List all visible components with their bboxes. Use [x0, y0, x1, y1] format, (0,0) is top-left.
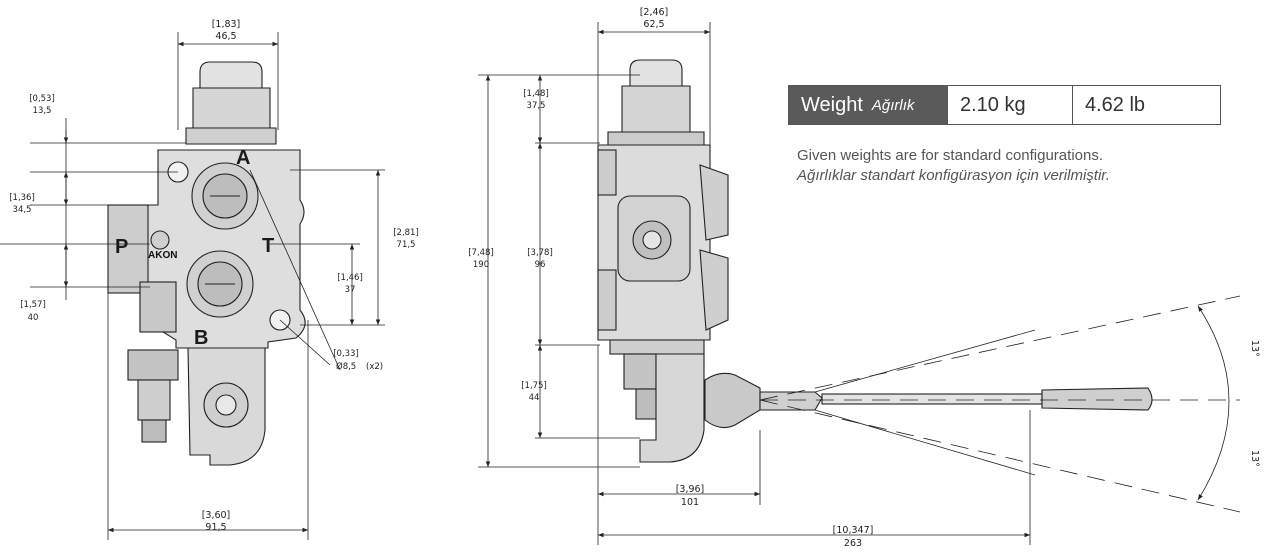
dim-side-upper-mm: 37,5: [527, 101, 546, 111]
dim-side-top-width-in: [2,46]: [640, 7, 669, 18]
lever-angle-lower: 13°: [1249, 450, 1260, 467]
dim-lower-left-mm: 40: [28, 313, 39, 323]
dim-right-height-mm: 71,5: [397, 240, 416, 250]
port-a-label: A: [236, 147, 250, 169]
weight-lb: 4.62 lb: [1072, 86, 1220, 124]
weight-kg: 2.10 kg: [947, 86, 1072, 124]
dim-lower-left-in: [1,57]: [20, 300, 46, 310]
dim-left-height-mm: 34,5: [13, 205, 32, 215]
front-view-valve: [107, 61, 306, 466]
dim-side-overall-in: [7,48]: [468, 248, 494, 258]
dim-hole-qty: (x2): [366, 362, 383, 372]
side-view-valve: [597, 59, 1153, 463]
dim-top-offset-mm: 13,5: [33, 106, 52, 116]
dim-top-offset-in: [0,53]: [29, 94, 55, 104]
dim-hole-mm: Ø8,5: [336, 361, 356, 372]
port-b-label: B: [194, 327, 208, 349]
dim-side-mid-mm: 96: [535, 260, 546, 270]
dim-left-height-in: [1,36]: [9, 193, 35, 203]
weight-note-en: Given weights are for standard configura…: [797, 147, 1103, 164]
dim-top-width-mm: 46,5: [215, 31, 236, 42]
dim-right-height-in: [2,81]: [393, 228, 419, 238]
port-t-label: T: [262, 235, 274, 257]
dim-side-overall-mm: 190: [473, 260, 489, 270]
dim-side-body-width-in: [3,96]: [676, 484, 705, 495]
dim-side-body-width-mm: 101: [681, 497, 699, 508]
lever-angle-upper: 13°: [1249, 340, 1260, 357]
weight-label-tr: Ağırlık: [871, 96, 915, 114]
dim-bottom-width-mm: 91,5: [205, 522, 226, 533]
dim-side-total-width-mm: 263: [844, 538, 862, 549]
dim-side-lower-mm: 44: [529, 393, 540, 403]
dim-inner-height-mm: 37: [345, 285, 356, 295]
weight-note: Given weights are for standard configura…: [797, 146, 1257, 186]
dim-bottom-width-in: [3,60]: [202, 510, 231, 521]
brand-logo: AKON: [148, 250, 177, 261]
port-p-label: P: [115, 236, 128, 258]
weight-label: Weight: [801, 93, 863, 116]
weight-note-tr: Ağırlıklar standart konfigürasyon için v…: [797, 167, 1110, 184]
dim-side-upper-in: [1,48]: [523, 89, 549, 99]
dim-top-width-in: [1,83]: [212, 19, 241, 30]
dim-inner-height-in: [1,46]: [337, 273, 363, 283]
dim-side-lower-in: [1,75]: [521, 381, 547, 391]
weight-table: Weight Ağırlık 2.10 kg 4.62 lb: [788, 85, 1221, 125]
dim-side-mid-in: [3,78]: [527, 248, 553, 258]
weight-label-cell: Weight Ağırlık: [789, 86, 947, 124]
dim-side-total-width-in: [10,347]: [833, 525, 874, 536]
dim-hole-in: [0,33]: [333, 349, 359, 359]
dim-side-top-width-mm: 62,5: [643, 19, 664, 30]
